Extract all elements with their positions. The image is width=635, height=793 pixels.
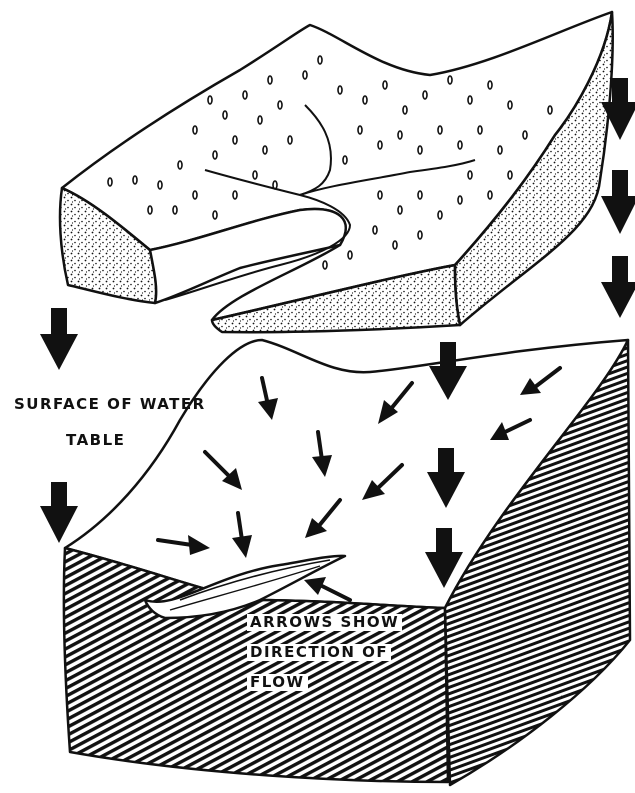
upper-land-block xyxy=(60,12,613,332)
flow-label-line2: DIRECTION OF xyxy=(247,644,391,661)
flow-label-line3: FLOW xyxy=(247,674,308,691)
down-arrow-left-2 xyxy=(40,482,78,543)
water-table-label-line1: SURFACE OF WATER xyxy=(14,397,206,412)
water-table-label-line2: TABLE xyxy=(66,433,125,448)
down-arrow-right-3 xyxy=(601,256,635,318)
flow-label-line1: ARROWS SHOW xyxy=(247,614,402,631)
down-arrow-left-1 xyxy=(40,308,78,370)
down-arrow-right-2 xyxy=(601,170,635,234)
